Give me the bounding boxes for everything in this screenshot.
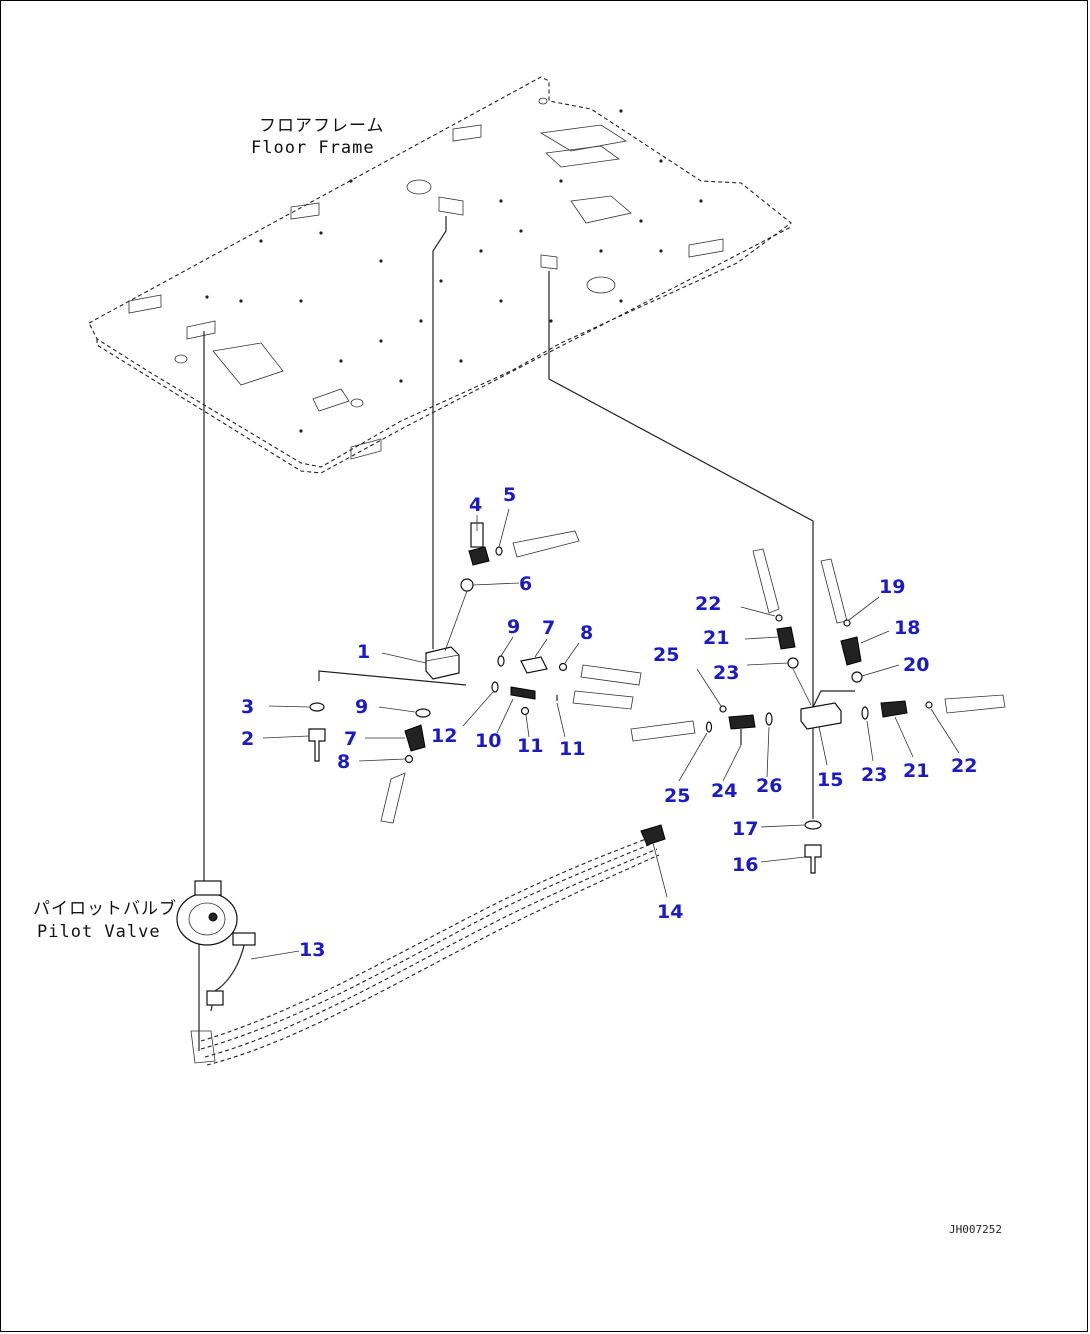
part-label-10[interactable]: 10 <box>475 730 501 752</box>
part-label-26[interactable]: 26 <box>756 775 782 797</box>
part-label-7b[interactable]: 7 <box>344 728 357 750</box>
part-label-11b[interactable]: 11 <box>559 738 585 760</box>
drawing-number: JH007252 <box>949 1223 1002 1236</box>
part-label-19[interactable]: 19 <box>879 576 905 598</box>
part-label-20[interactable]: 20 <box>903 654 929 676</box>
callout-leaders <box>250 508 960 960</box>
part-label-17[interactable]: 17 <box>732 818 758 840</box>
part-label-23b[interactable]: 23 <box>861 764 887 786</box>
part-label-16[interactable]: 16 <box>732 854 758 876</box>
routing-lines <box>198 216 855 1051</box>
part-label-13[interactable]: 13 <box>299 939 325 961</box>
pilot-valve <box>176 880 238 1064</box>
floor-frame-label-en: Floor Frame <box>251 138 375 158</box>
right-manifold-group <box>630 548 1006 874</box>
part-label-5[interactable]: 5 <box>503 484 516 506</box>
part-label-8a[interactable]: 8 <box>580 622 593 644</box>
part-label-22a[interactable]: 22 <box>695 593 721 615</box>
part-label-8b[interactable]: 8 <box>337 751 350 773</box>
part-label-1[interactable]: 1 <box>357 641 370 663</box>
part-label-23a[interactable]: 23 <box>713 662 739 684</box>
pilot-valve-label-jp: パイロットバルブ <box>33 898 177 919</box>
hose-bundle <box>200 824 666 1066</box>
part-label-6[interactable]: 6 <box>519 573 532 595</box>
part-label-25a[interactable]: 25 <box>653 644 679 666</box>
part-label-21a[interactable]: 21 <box>703 627 729 649</box>
part-label-11a[interactable]: 11 <box>517 735 543 757</box>
part-label-9b[interactable]: 9 <box>355 696 368 718</box>
part-callouts: 1 2 3 4 5 6 7 7 8 8 9 9 10 11 11 12 13 1… <box>241 484 977 961</box>
part-label-2[interactable]: 2 <box>241 728 254 750</box>
part-label-3[interactable]: 3 <box>241 696 254 718</box>
part-label-12[interactable]: 12 <box>431 725 457 747</box>
floor-frame <box>88 76 792 474</box>
left-manifold-group <box>308 522 642 824</box>
part-label-7a[interactable]: 7 <box>542 617 555 639</box>
part-label-24[interactable]: 24 <box>711 780 737 802</box>
part-label-4[interactable]: 4 <box>469 494 482 516</box>
part-label-18[interactable]: 18 <box>894 617 920 639</box>
part-label-22b[interactable]: 22 <box>951 755 977 777</box>
pilot-valve-label-en: Pilot Valve <box>37 922 161 942</box>
floor-frame-label-jp: フロアフレーム <box>259 116 385 136</box>
part-label-21b[interactable]: 21 <box>903 760 929 782</box>
part-label-9a[interactable]: 9 <box>507 616 520 638</box>
part-label-14[interactable]: 14 <box>657 901 683 923</box>
part-label-25b[interactable]: 25 <box>664 785 690 807</box>
part-label-15[interactable]: 15 <box>817 769 843 791</box>
